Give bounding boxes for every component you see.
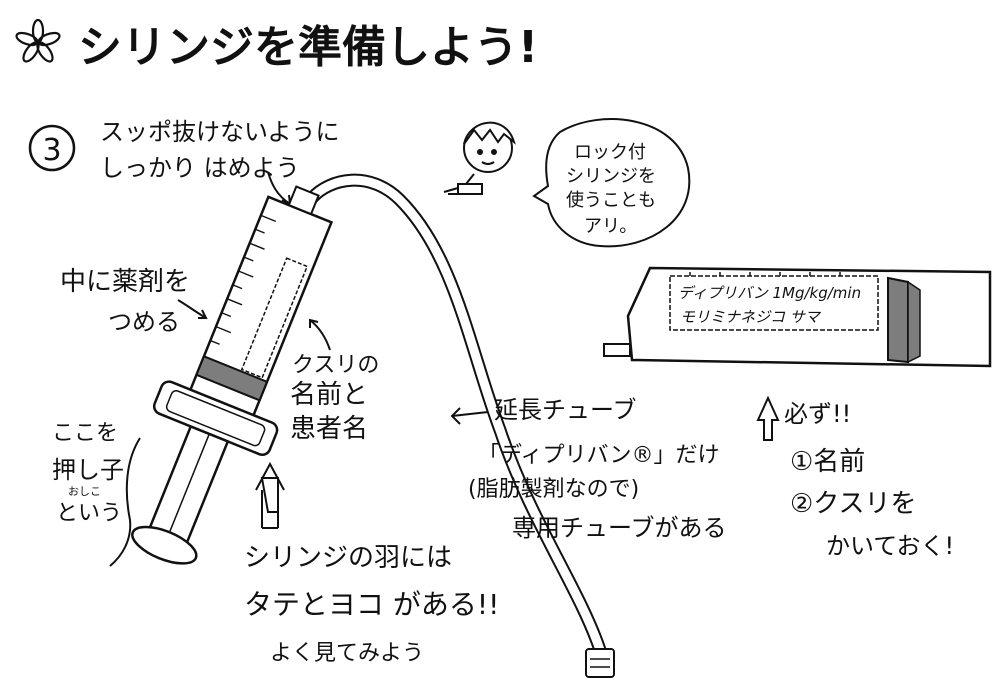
tip-note-line1: スッポ抜けないように — [100, 118, 340, 146]
tube-connector — [585, 648, 615, 678]
page-title: シリンジを準備しよう! — [78, 22, 538, 73]
syringe-illustration — [131, 185, 334, 565]
tube-title: 延長チューブ — [494, 396, 637, 424]
arrow-up-icon — [260, 477, 279, 513]
wings-note-line2: タテとヨコ がある!! — [244, 588, 499, 621]
plunger-note-line1: ここを — [52, 421, 118, 446]
required-item2: ②クスリを — [790, 489, 917, 519]
syringe-closeup: ディプリバン 1Mg/kg/min モリミナネジコ サマ — [603, 266, 992, 368]
speech-line1: ロック付 — [574, 142, 646, 163]
plunger-note-line3: という — [56, 501, 122, 526]
speech-line4: アリ。 — [584, 216, 637, 237]
wings-note-line3: よく見てみよう — [270, 641, 424, 666]
nurse-character — [443, 121, 516, 195]
label-note-line3: 患者名 — [290, 414, 368, 444]
fill-note-line2: つめる — [108, 308, 180, 336]
required-item1: ①名前 — [790, 447, 865, 477]
label-note-line1: クスリの — [292, 353, 379, 378]
label-line1: ディプリバン 1Mg/kg/min — [678, 284, 861, 302]
speech-line2: シリンジを — [566, 166, 656, 187]
flower-icon — [15, 18, 61, 63]
fill-arrow — [177, 299, 207, 319]
required-title: 必ず!! — [784, 400, 851, 428]
label-arrow — [309, 319, 331, 351]
plunger-bracket — [109, 437, 141, 567]
arrow-up-icon-2 — [756, 395, 780, 441]
label-line2: モリミナネジコ サマ — [680, 308, 822, 326]
tube-desc-line2: (脂肪製剤なので) — [468, 477, 639, 502]
tube-desc-line3: 専用チューブがある — [512, 514, 727, 542]
tube-arrow — [451, 411, 489, 417]
speech-line3: 使うことも — [566, 190, 656, 211]
speech-bubble: ロック付 シリンジを 使うことも アリ。 — [532, 118, 691, 248]
step-badge: 3 — [28, 124, 76, 172]
tube-desc-line1: 「ディプリバン®」だけ — [478, 443, 720, 468]
tip-note-line2: しっかり はめよう — [100, 154, 300, 182]
plunger-note-line2: 押し子 — [52, 456, 124, 484]
plunger-note-ruby: おしこ — [68, 485, 101, 498]
required-item3: かいておく! — [826, 532, 954, 560]
fill-note-line1: 中に薬剤を — [60, 267, 190, 297]
step-number: 3 — [42, 133, 61, 168]
label-note-line2: 名前と — [290, 380, 368, 410]
wings-note-line1: シリンジの羽には — [244, 543, 452, 573]
